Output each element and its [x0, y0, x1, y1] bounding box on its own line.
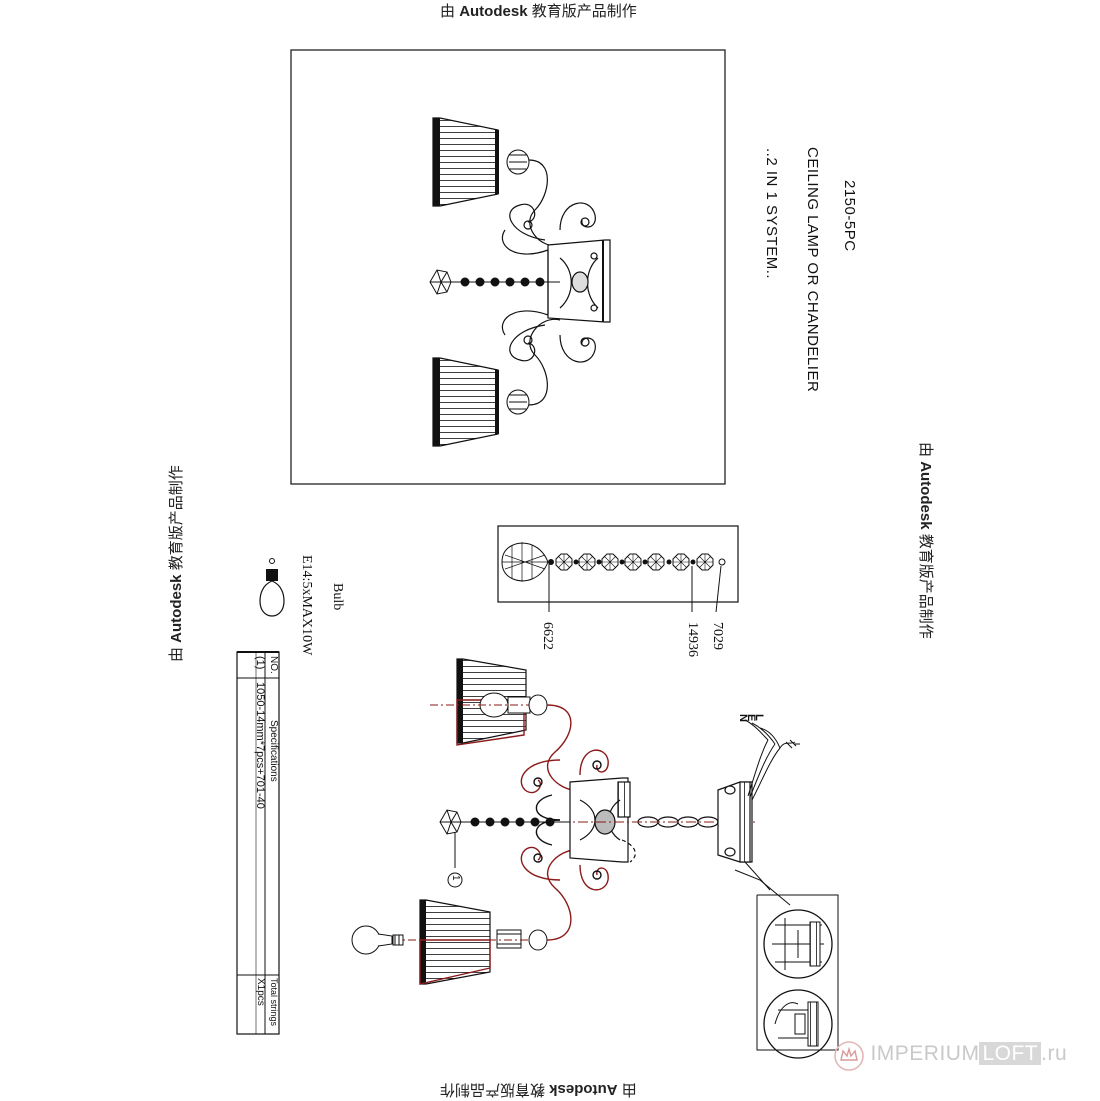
crown-logo-icon: [834, 1041, 864, 1071]
side-crystal-strand: [439, 809, 570, 835]
crystal-strand-top: [429, 269, 560, 295]
drawing-frame: [290, 49, 726, 485]
ceiling-canopy: [717, 781, 753, 863]
site-loft: LOFT: [979, 1042, 1042, 1066]
bulb-icon: [259, 558, 285, 617]
side-shade-upper: [430, 658, 550, 746]
spec-col-total: Total strings: [269, 978, 279, 1027]
spec-col-spec: Specifications: [268, 720, 279, 782]
spec-col-no: NO.: [268, 656, 279, 674]
spec-row-spec: 1050-14mm*7pcs+701-40: [254, 682, 266, 809]
spec-row-no: (1): [254, 656, 266, 670]
side-shade-lower: [351, 899, 530, 985]
shade-lower: [432, 357, 499, 447]
spec-row-total: X1pcs: [255, 978, 266, 1006]
shade-upper: [432, 117, 499, 207]
watermark-top: 由 Autodesk 教育版产品制作: [440, 3, 637, 20]
site-tld: .ru: [1041, 1042, 1068, 1066]
crystal-detail-frame: [497, 525, 739, 603]
site-name: IMPERIUM: [870, 1042, 980, 1066]
